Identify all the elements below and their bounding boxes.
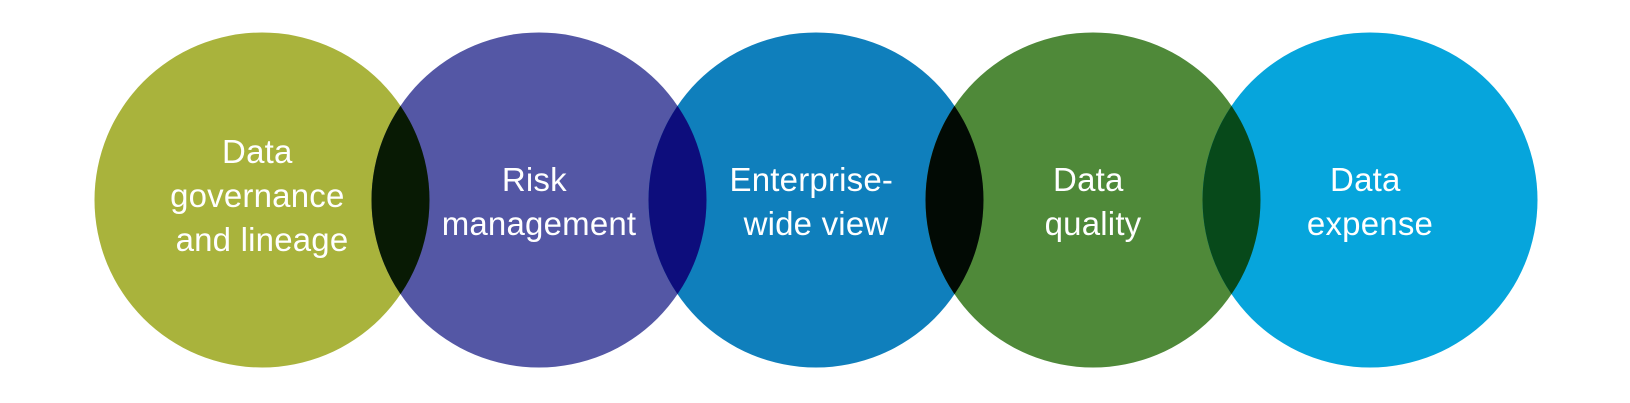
circle-data-expense xyxy=(1202,32,1538,368)
label-line: Data xyxy=(1330,161,1401,198)
label-enterprise-wide-view: Enterprise- wide view xyxy=(730,161,903,242)
label-line: Data xyxy=(1053,161,1124,198)
circle-risk-management xyxy=(371,32,707,368)
label-line: management xyxy=(442,205,637,242)
label-line: governance xyxy=(170,177,344,214)
label-line: quality xyxy=(1045,205,1142,242)
circle-data-quality xyxy=(925,32,1261,368)
label-line: Risk xyxy=(502,161,567,198)
label-line: wide view xyxy=(743,205,889,242)
label-data-governance-and-lineage: Data governance and lineage xyxy=(170,133,354,258)
label-risk-management: Risk management xyxy=(442,161,637,242)
circle-enterprise-wide-view xyxy=(648,32,984,368)
label-line: Enterprise- xyxy=(730,161,894,198)
label-line: expense xyxy=(1307,205,1433,242)
label-line: Data xyxy=(222,133,293,170)
label-data-expense: Data expense xyxy=(1307,161,1433,242)
circle-data-governance-and-lineage xyxy=(94,32,430,368)
label-line: and lineage xyxy=(176,221,349,258)
label-data-quality: Data quality xyxy=(1045,161,1142,242)
